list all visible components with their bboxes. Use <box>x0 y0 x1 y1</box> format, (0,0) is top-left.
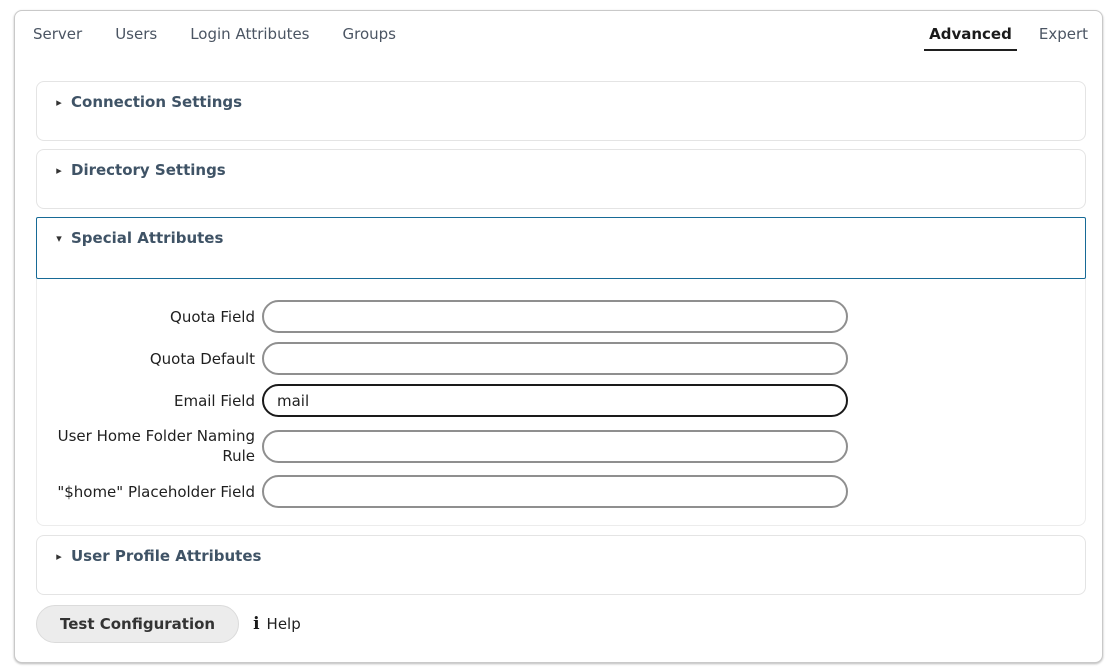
email-field-label: Email Field <box>173 391 255 410</box>
home-naming-rule-input[interactable] <box>262 429 848 463</box>
form-row-quota-default: Quota Default <box>37 342 1085 375</box>
form-row-quota-field: Quota Field <box>37 300 1085 333</box>
test-configuration-button[interactable]: Test Configuration <box>36 605 240 643</box>
quota-field-label: Quota Field <box>170 307 255 326</box>
caret-right-icon: ▸ <box>56 95 62 109</box>
help-link[interactable]: Help <box>266 615 301 633</box>
section-user-profile-title: User Profile Attributes <box>71 547 262 565</box>
section-user-profile-attributes[interactable]: ▸ User Profile Attributes <box>36 535 1086 595</box>
caret-down-icon: ▾ <box>56 231 62 245</box>
section-special-title: Special Attributes <box>71 229 224 247</box>
section-connection-title: Connection Settings <box>71 93 243 111</box>
caret-right-icon: ▸ <box>56 163 62 177</box>
section-special-header[interactable]: ▾ Special Attributes <box>36 217 1086 279</box>
tab-users[interactable]: Users <box>115 25 158 43</box>
tab-server[interactable]: Server <box>33 25 83 43</box>
quota-default-label: Quota Default <box>149 349 255 368</box>
nav-tabs: Server Users Login Attributes Groups <box>31 24 398 50</box>
footer: Test Configuration i Help <box>36 605 1102 643</box>
home-naming-rule-label: User Home Folder Naming Rule <box>57 427 255 465</box>
quota-field-input[interactable] <box>262 300 848 333</box>
form-row-home-naming-rule: User Home Folder Naming Rule <box>37 426 1085 466</box>
info-icon: i <box>253 614 260 634</box>
tab-expert[interactable]: Expert <box>1038 25 1088 43</box>
tab-advanced[interactable]: Advanced <box>924 24 1017 51</box>
email-field-input[interactable] <box>262 384 848 417</box>
section-connection-header: ▸ Connection Settings <box>54 93 1085 112</box>
home-placeholder-input[interactable] <box>262 475 848 508</box>
special-attributes-form: Quota Field Quota Default Email Field Us… <box>36 279 1086 526</box>
section-user-profile-header: ▸ User Profile Attributes <box>54 547 1085 566</box>
tab-login-attributes[interactable]: Login Attributes <box>190 25 310 43</box>
form-row-home-placeholder: "$home" Placeholder Field <box>37 475 1085 508</box>
home-placeholder-label: "$home" Placeholder Field <box>57 482 255 501</box>
tab-bar: Server Users Login Attributes Groups Adv… <box>31 24 1094 51</box>
accordion-sections: ▸ Connection Settings ▸ Directory Settin… <box>36 81 1086 595</box>
form-row-email-field: Email Field <box>37 384 1085 417</box>
section-connection-settings[interactable]: ▸ Connection Settings <box>36 81 1086 141</box>
quota-default-input[interactable] <box>262 342 848 375</box>
section-directory-title: Directory Settings <box>71 161 226 179</box>
section-special-attributes: ▾ Special Attributes Quota Field Quota D… <box>36 217 1086 526</box>
ldap-settings-panel: Server Users Login Attributes Groups Adv… <box>14 10 1103 663</box>
tab-groups[interactable]: Groups <box>342 25 396 43</box>
mode-tabs: Advanced Expert <box>924 24 1090 51</box>
section-directory-settings[interactable]: ▸ Directory Settings <box>36 149 1086 209</box>
caret-right-icon: ▸ <box>56 549 62 563</box>
section-directory-header: ▸ Directory Settings <box>54 161 1085 180</box>
